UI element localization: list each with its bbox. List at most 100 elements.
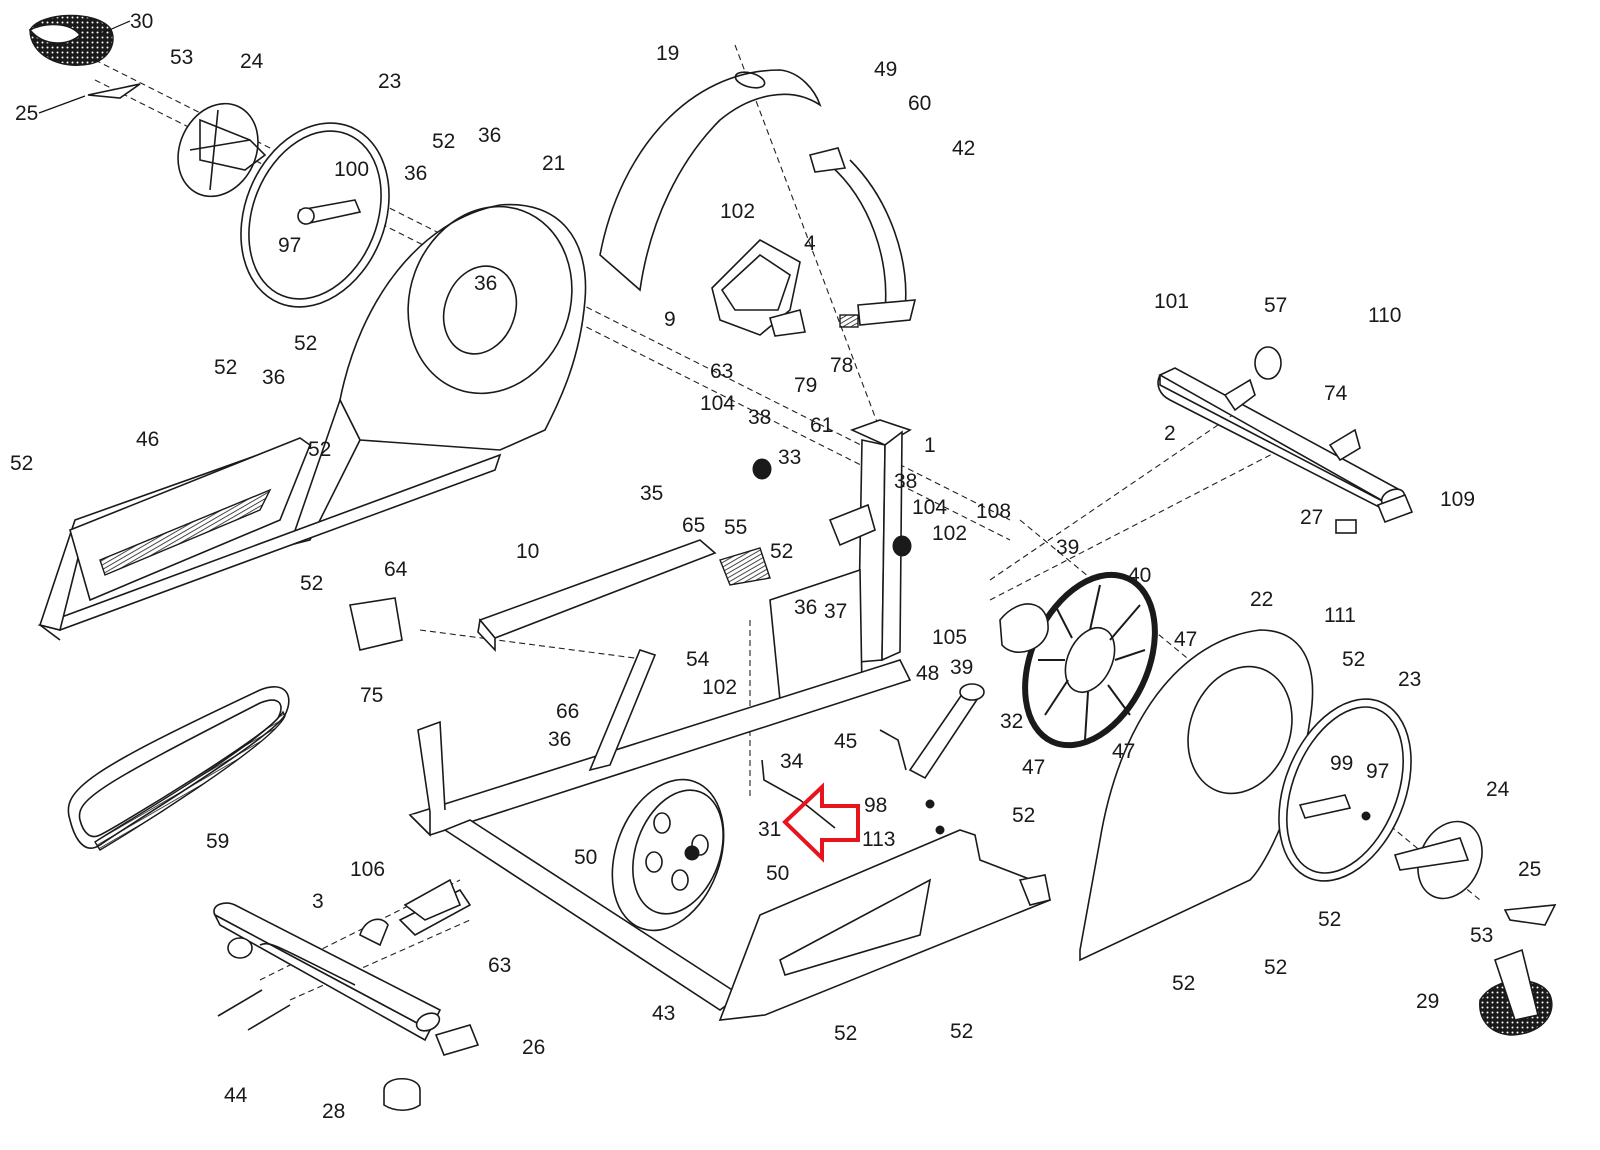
- part-label-47a: 47: [1174, 628, 1197, 651]
- main-upright-post: [769, 419, 912, 701]
- part-label-43: 43: [652, 1002, 675, 1025]
- part-label-52m: 52: [834, 1022, 857, 1045]
- console: [711, 239, 859, 337]
- part-label-78: 78: [830, 354, 853, 377]
- part-label-52c: 52: [214, 356, 237, 379]
- part-label-2: 2: [1164, 422, 1176, 445]
- part-label-97b: 97: [1366, 760, 1389, 783]
- front-crossbar: [477, 539, 771, 653]
- upright-arm: [808, 147, 917, 326]
- part-label-110: 110: [1368, 304, 1401, 327]
- part-label-31: 31: [758, 818, 781, 841]
- left-crank-disc: [240, 122, 390, 308]
- part-label-38b: 38: [894, 470, 917, 493]
- part-label-52f: 52: [770, 540, 793, 563]
- part-label-46: 46: [136, 428, 159, 451]
- part-label-52g: 52: [300, 572, 323, 595]
- part-label-74: 74: [1324, 382, 1348, 405]
- main-frame: [398, 649, 912, 1011]
- part-label-52a: 52: [432, 130, 455, 153]
- part-label-45: 45: [834, 730, 857, 753]
- bearings: [752, 458, 912, 557]
- left-crank-arm: [177, 102, 267, 198]
- part-label-35: 35: [640, 482, 663, 505]
- part-label-26: 26: [522, 1036, 545, 1059]
- part-label-113: 113: [862, 828, 895, 851]
- part-label-3: 3: [312, 890, 324, 913]
- part-label-60: 60: [908, 92, 931, 115]
- drive-wheel: [611, 778, 725, 932]
- part-label-33: 33: [778, 446, 801, 469]
- flywheel: [999, 571, 1158, 749]
- leader-line-30: [99, 20, 131, 35]
- part-label-52h: 52: [1342, 648, 1365, 671]
- part-label-40: 40: [1128, 564, 1151, 587]
- part-label-10: 10: [516, 540, 539, 563]
- part-label-27: 27: [1300, 506, 1323, 529]
- flywheel-spokes: [1038, 584, 1146, 741]
- leader-line-25a: [38, 95, 86, 114]
- right-crank-arm: [1393, 820, 1483, 900]
- part-label-102b: 102: [932, 522, 967, 545]
- part-label-53b: 53: [1470, 924, 1493, 947]
- part-label-61: 61: [810, 414, 833, 437]
- part-label-63a: 63: [710, 360, 733, 383]
- part-label-42: 42: [952, 137, 975, 160]
- part-label-53a: 53: [170, 46, 193, 69]
- handlebar-cover: [599, 69, 822, 292]
- part-label-111: 111: [1324, 604, 1356, 627]
- part-label-49: 49: [874, 58, 897, 81]
- part-label-36d: 36: [262, 366, 285, 389]
- part-label-34: 34: [780, 750, 804, 773]
- part-label-36a: 36: [478, 124, 501, 147]
- part-label-104b: 104: [912, 496, 947, 519]
- part-label-52l: 52: [1172, 972, 1195, 995]
- part-label-106: 106: [350, 858, 385, 881]
- part-label-59: 59: [206, 830, 229, 853]
- leader-lines: [38, 20, 131, 114]
- part-label-9: 9: [664, 308, 676, 331]
- part-label-32: 32: [1000, 710, 1023, 733]
- part-label-22: 22: [1250, 588, 1273, 611]
- part-label-38a: 38: [748, 406, 771, 429]
- end-cap: [349, 597, 403, 651]
- part-label-98: 98: [864, 794, 887, 817]
- left-pedal: [28, 14, 141, 99]
- highlight-arrow: [782, 782, 860, 863]
- part-label-29: 29: [1416, 990, 1439, 1013]
- part-label-30: 30: [130, 10, 153, 33]
- part-label-75: 75: [360, 684, 383, 707]
- left-shroud: [288, 203, 587, 547]
- part-label-52j: 52: [1318, 908, 1341, 931]
- part-label-99: 99: [1330, 752, 1353, 775]
- part-label-108: 108: [976, 500, 1011, 523]
- tension-cable: [761, 759, 945, 835]
- part-label-36c: 36: [474, 272, 497, 295]
- part-label-44: 44: [224, 1084, 248, 1107]
- pedal-arm: [718, 829, 1051, 1021]
- part-label-52d: 52: [10, 452, 33, 475]
- part-label-23a: 23: [378, 70, 401, 93]
- part-label-23b: 23: [1398, 668, 1421, 691]
- part-label-39b: 39: [950, 656, 973, 679]
- part-label-21: 21: [542, 152, 565, 175]
- part-label-52i: 52: [1012, 804, 1035, 827]
- part-label-97a: 97: [278, 234, 301, 257]
- front-stabilizer: [213, 878, 480, 1112]
- part-label-4: 4: [804, 232, 816, 255]
- part-label-52e: 52: [308, 438, 331, 461]
- part-label-50b: 50: [766, 862, 789, 885]
- part-label-66: 66: [556, 700, 579, 723]
- right-pedal: [1479, 904, 1557, 1036]
- part-label-36f: 36: [548, 728, 571, 751]
- part-label-36e: 36: [794, 596, 817, 619]
- part-label-24b: 24: [1486, 778, 1510, 801]
- part-label-64: 64: [384, 558, 408, 581]
- part-label-54: 54: [686, 648, 710, 671]
- pivot-arm: [879, 683, 985, 780]
- part-label-79: 79: [794, 374, 817, 397]
- drive-belt: [67, 686, 290, 851]
- part-label-47c: 47: [1022, 756, 1045, 779]
- part-label-19: 19: [656, 42, 679, 65]
